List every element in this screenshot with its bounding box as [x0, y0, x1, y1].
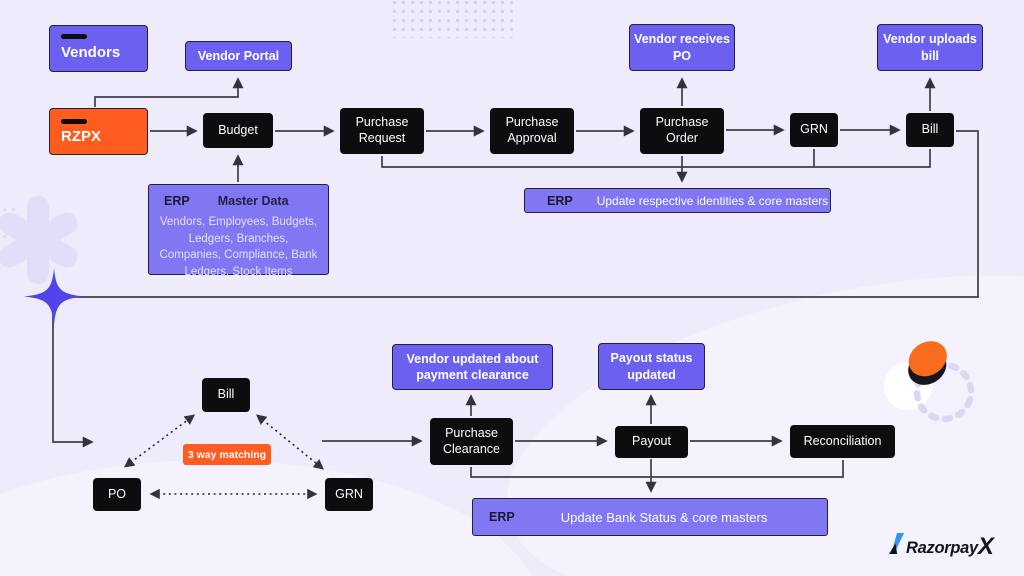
line-bottom-bracket [470, 460, 844, 478]
line-rzpx-vendor-portal [94, 77, 244, 107]
vendor-portal-node: Vendor Portal [185, 41, 292, 71]
payout-status-node: Payout status updated [598, 343, 705, 390]
asterisk-decoration [0, 196, 78, 284]
vendor-receives-po-node: Vendor receives PO [629, 24, 735, 71]
master-data-title: Master Data [217, 194, 289, 208]
vendor-receives-po-label: Vendor receives PO [634, 32, 730, 63]
erp-update-bank-bar: ERP Update Bank Status & core masters [472, 498, 828, 536]
rzpx-label: RZPX [61, 127, 102, 145]
purchase-clearance-node: Purchase Clearance [430, 418, 513, 465]
logo-x: X [977, 532, 994, 560]
sparkle-icon [24, 268, 84, 326]
dotted-bill-grn [255, 414, 325, 470]
erp-tag: ERP [547, 193, 573, 208]
coin-spinner-decoration [884, 341, 975, 423]
vendor-portal-label: Vendor Portal [197, 48, 280, 63]
grn-matching-label: GRN [335, 486, 363, 501]
dash-decoration [61, 34, 87, 40]
line-bill-return-loop [52, 130, 979, 448]
budget-label: Budget [218, 122, 258, 137]
reconciliation-label: Reconciliation [803, 433, 882, 448]
purchase-order-label: Purchase Order [655, 115, 709, 145]
erp-update-identities-bar: ERP Update respective identities & core … [524, 188, 831, 213]
purchase-approval-node: Purchase Approval [490, 108, 574, 154]
vendor-uploads-bill-label: Vendor uploads bill [883, 32, 977, 63]
grn-matching-node: GRN [325, 478, 373, 511]
purchase-order-node: Purchase Order [640, 108, 724, 154]
grn-label: GRN [800, 122, 828, 137]
erp-update-bank-text: Update Bank Status & core masters [560, 509, 768, 525]
master-data-items: Vendors, Employees, Budgets, Ledgers, Br… [159, 216, 318, 279]
bill-node: Bill [906, 113, 954, 147]
vendors-node: Vendors [49, 25, 148, 72]
po-matching-label: PO [107, 486, 127, 501]
coin-icon [908, 341, 947, 385]
logo-text: Razorpay [906, 538, 978, 557]
grn-node: GRN [790, 113, 838, 147]
razorpay-logo-icon [889, 533, 904, 554]
payout-status-label: Payout status updated [610, 351, 693, 382]
three-way-matching-badge: 3 way matching [183, 444, 271, 465]
purchase-request-label: Purchase Request [355, 115, 409, 145]
dash-decoration [61, 118, 87, 124]
vendor-uploads-bill-node: Vendor uploads bill [877, 24, 983, 71]
erp-update-identities-text: Update respective identities & core mast… [596, 193, 829, 208]
erp-tag: ERP [489, 510, 515, 524]
vendor-updated-node: Vendor updated about payment clearance [392, 344, 553, 390]
three-way-matching-label: 3 way matching [187, 448, 267, 461]
bill-matching-label: Bill [217, 387, 235, 402]
erp-master-header: ERP Master Data [149, 194, 289, 208]
razorpayx-logo: Razorpay X [889, 532, 994, 560]
vendors-label: Vendors [61, 44, 121, 62]
dot-grid-decoration [390, 0, 514, 38]
po-matching-node: PO [93, 478, 141, 511]
payout-node: Payout [615, 426, 688, 458]
vendor-updated-label: Vendor updated about payment clearance [406, 351, 539, 382]
rzpx-node: RZPX [49, 108, 148, 155]
erp-tag: ERP [164, 194, 190, 208]
purchase-approval-label: Purchase Approval [505, 115, 559, 145]
erp-master-data-box: ERP Master Data Vendors, Employees, Budg… [148, 184, 329, 278]
payout-label: Payout [632, 434, 671, 449]
bill-label: Bill [921, 122, 939, 137]
bill-matching-node: Bill [202, 378, 250, 412]
line-top-bracket [381, 149, 931, 168]
purchase-clearance-label: Purchase Clearance [443, 425, 500, 456]
purchase-request-node: Purchase Request [340, 108, 424, 154]
reconciliation-node: Reconciliation [790, 425, 895, 458]
budget-node: Budget [203, 113, 273, 148]
